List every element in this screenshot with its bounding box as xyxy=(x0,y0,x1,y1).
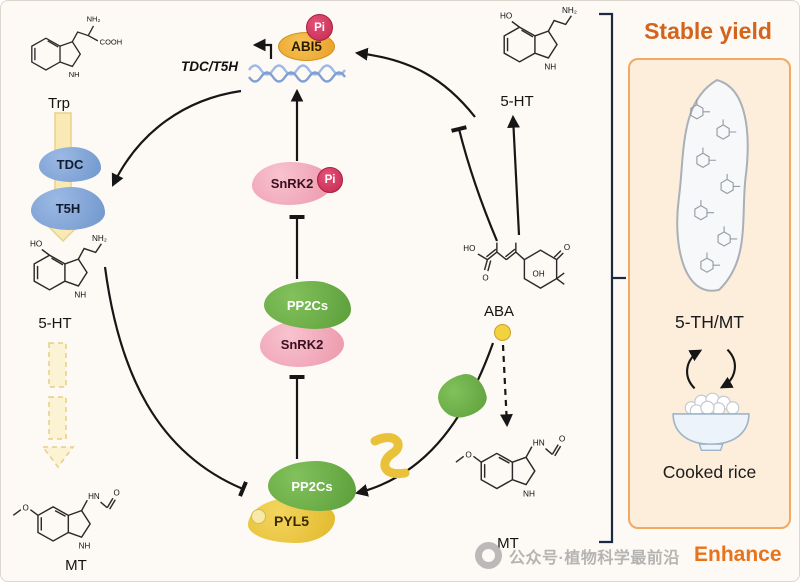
rice-bowl-illustration xyxy=(672,392,750,451)
t5h-label: T5H xyxy=(55,201,81,216)
cooh-label: COOH xyxy=(100,37,122,46)
pp2cs-protein-bottom: PP2Cs xyxy=(268,461,356,511)
serotonin-label-right: 5-HT xyxy=(500,93,534,110)
gene-to-enzymes-arc xyxy=(111,89,242,187)
aba-to-melatonin-dashed-arrow xyxy=(500,344,513,428)
product-label: 5-TH/MT xyxy=(674,312,745,332)
nh-label: NH xyxy=(69,70,80,79)
cycle-arrows xyxy=(686,348,736,390)
pyl5-free-blob xyxy=(434,370,490,422)
aba-label: ABA xyxy=(483,303,514,320)
melatonin-label-left: MT xyxy=(65,557,87,574)
dna-strand xyxy=(248,64,346,83)
nh-label: NH xyxy=(74,291,86,300)
serotonin-to-abi5-arc xyxy=(354,47,476,118)
hn-label: HN xyxy=(88,492,100,501)
pp2cs-label: PP2Cs xyxy=(291,478,333,494)
aba-ligand-dot-bound xyxy=(251,509,266,524)
tdc-label: TDC xyxy=(56,157,84,172)
ligand-squiggle xyxy=(370,433,410,479)
oh-label: OH xyxy=(533,270,545,279)
aba-structure: O OH HO O xyxy=(463,242,570,289)
o-label: O xyxy=(564,243,570,252)
serotonin-to-melatonin-dashed-arrow xyxy=(41,342,75,469)
abi5-label: ABI5 xyxy=(291,39,322,54)
aba-ligand-dot xyxy=(494,324,511,341)
o-label: O xyxy=(465,450,472,459)
panel-title: Stable yield xyxy=(644,18,772,44)
pi-label: Pi xyxy=(324,174,336,186)
melatonin-structure-right: O HN O NH xyxy=(455,435,565,498)
trp-label: Trp xyxy=(48,95,70,112)
t5h-enzyme: T5H xyxy=(31,187,105,230)
transcription-arrow xyxy=(252,38,273,59)
nh-label: NH xyxy=(79,542,91,551)
snrk2-label: SnRK2 xyxy=(280,336,324,352)
melatonin-label-right: MT xyxy=(497,535,519,552)
o-label: O xyxy=(114,488,120,497)
pyl5-label: PYL5 xyxy=(273,512,309,529)
stable-yield-panel: 5-TH/MT Cooked rice xyxy=(628,58,791,529)
snrk2-label: SnRK2 xyxy=(270,176,314,191)
o-label: O xyxy=(22,504,28,513)
melatonin-structure-left: O HN O NH xyxy=(12,488,120,551)
pp2cs-label: PP2Cs xyxy=(286,297,329,313)
watermark-logo-icon xyxy=(475,542,502,569)
nh-label: NH xyxy=(523,489,535,498)
pi-badge-snrk2: Pi xyxy=(317,167,343,193)
watermark: 公众号·植物科学最前沿 xyxy=(475,542,680,569)
nh2-label: NH₂ xyxy=(87,14,101,23)
trp-structure: NH₂ COOH NH xyxy=(31,14,122,79)
serotonin-structure-right: HO NH₂ NH xyxy=(500,7,577,72)
pp2cs-protein-mid: PP2Cs xyxy=(264,281,351,329)
nh2-label: NH₂ xyxy=(562,7,577,15)
aba-inhibition-bar xyxy=(451,125,499,242)
snrk2-bound-protein: SnRK2 xyxy=(260,321,344,367)
rice-grain-illustration xyxy=(676,78,749,292)
ho-label: HO xyxy=(30,240,42,249)
aba-to-serotonin-arrow xyxy=(507,114,521,236)
gene-label: TDC/T5H xyxy=(181,59,238,74)
enhance-label: Enhance xyxy=(694,543,782,566)
o-label: O xyxy=(559,435,565,444)
bracket xyxy=(599,12,626,544)
tdc-enzyme: TDC xyxy=(39,147,101,182)
serotonin-label-left: 5-HT xyxy=(38,315,72,332)
serotonin-inhibition-arc xyxy=(103,266,248,497)
cooked-rice-label: Cooked rice xyxy=(662,462,757,482)
watermark-text: 公众号·植物科学最前沿 xyxy=(509,549,680,567)
pi-label: Pi xyxy=(314,21,325,34)
pi-badge-abi5: Pi xyxy=(306,14,333,41)
ho-label: HO xyxy=(463,244,475,253)
nh-label: NH xyxy=(544,63,556,72)
o-label: O xyxy=(482,274,488,283)
hn-label: HN xyxy=(533,439,545,448)
nh2-label: NH₂ xyxy=(92,235,107,243)
serotonin-structure-left: HO NH₂ NH xyxy=(30,235,107,300)
ho-label: HO xyxy=(500,12,512,21)
